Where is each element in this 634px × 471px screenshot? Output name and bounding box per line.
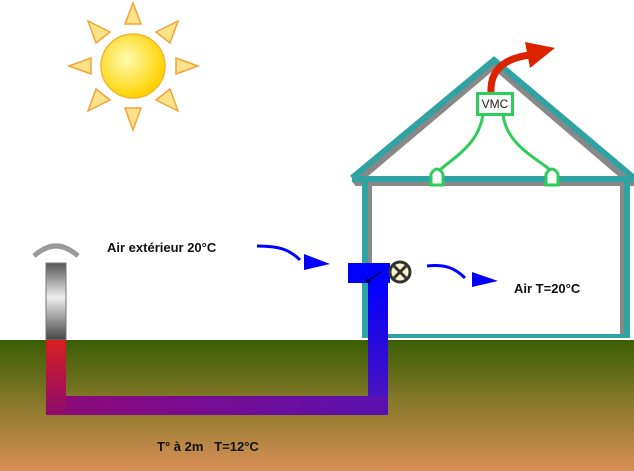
vmc-unit: VMC: [476, 92, 514, 116]
house: [350, 56, 634, 338]
indoor-airflow-arrow: [426, 264, 498, 287]
valve-icon: [388, 260, 412, 284]
outside-air-label: Air extérieur 20°C: [107, 240, 217, 255]
exhaust-arrow: [487, 42, 555, 93]
ground-pipe: [46, 263, 390, 415]
ground-temperature-label: T° à 2m T=12°C: [157, 439, 259, 454]
chimney-intake: [32, 243, 80, 341]
ventilation-ducts: [429, 112, 560, 187]
inside-air-label: Air T=20°C: [514, 281, 581, 296]
inflow-arrow: [256, 244, 330, 270]
sun-icon: [66, 0, 201, 133]
